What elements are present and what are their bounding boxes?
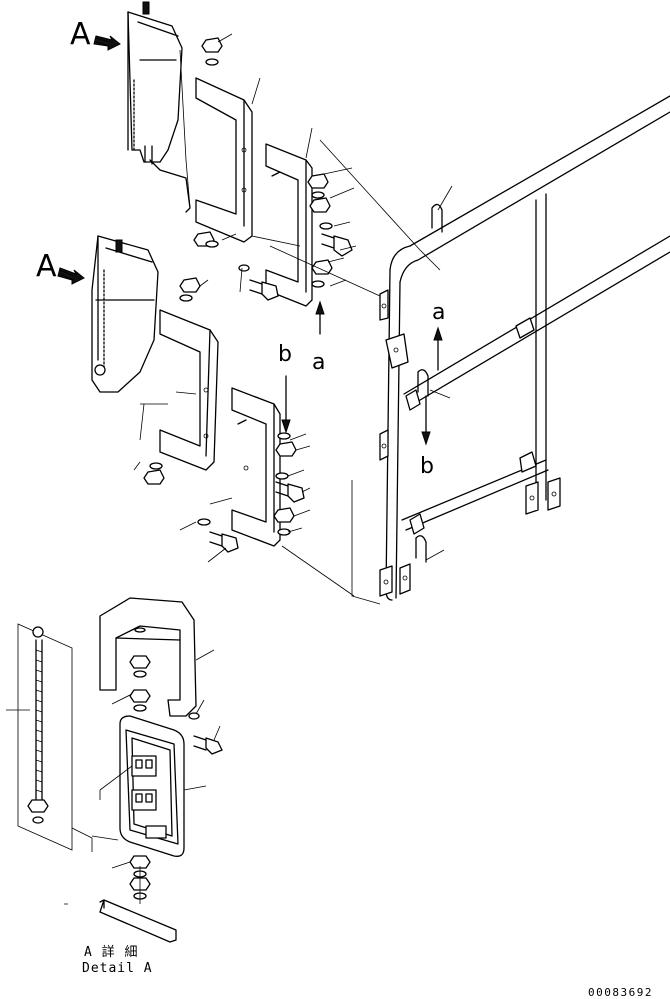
- nut: [201, 37, 223, 53]
- view-arrow-a-top: [93, 35, 121, 51]
- direction-arrows: [281, 300, 443, 446]
- mount-plate: [385, 333, 409, 369]
- u-bolt: [431, 203, 443, 233]
- arrow-label-b-upper: b: [278, 342, 292, 367]
- arrow-label-b-right: b: [420, 454, 434, 479]
- upper-lamp-housing: [127, 11, 183, 163]
- middle-light-assembly: [91, 235, 355, 597]
- view-arrow-a-mid: [57, 267, 85, 285]
- view-label-a-mid: A: [36, 249, 57, 284]
- arrow-label-a-right: a: [432, 300, 446, 325]
- drawing-number: 00083692: [588, 986, 653, 999]
- lamp-hood: [99, 597, 197, 717]
- middle-lamp-housing: [91, 235, 159, 393]
- base-plate: [99, 899, 177, 943]
- upper-light-assembly: [127, 1, 357, 307]
- upper-bracket-rear: [265, 143, 313, 307]
- lamp-body: [119, 715, 185, 857]
- handrail-frame: [269, 95, 670, 605]
- bolt: [333, 235, 353, 257]
- detail-title-jp: A 詳 細: [84, 945, 139, 960]
- middle-bracket: [231, 387, 281, 547]
- middle-cover: [159, 309, 219, 471]
- arrow-label-a-upper: a: [312, 350, 326, 375]
- upper-bracket-front: [195, 77, 253, 243]
- detail-a-view: [6, 597, 223, 943]
- view-label-a-top: A: [70, 17, 91, 52]
- detail-title-en: Detail A: [82, 961, 153, 976]
